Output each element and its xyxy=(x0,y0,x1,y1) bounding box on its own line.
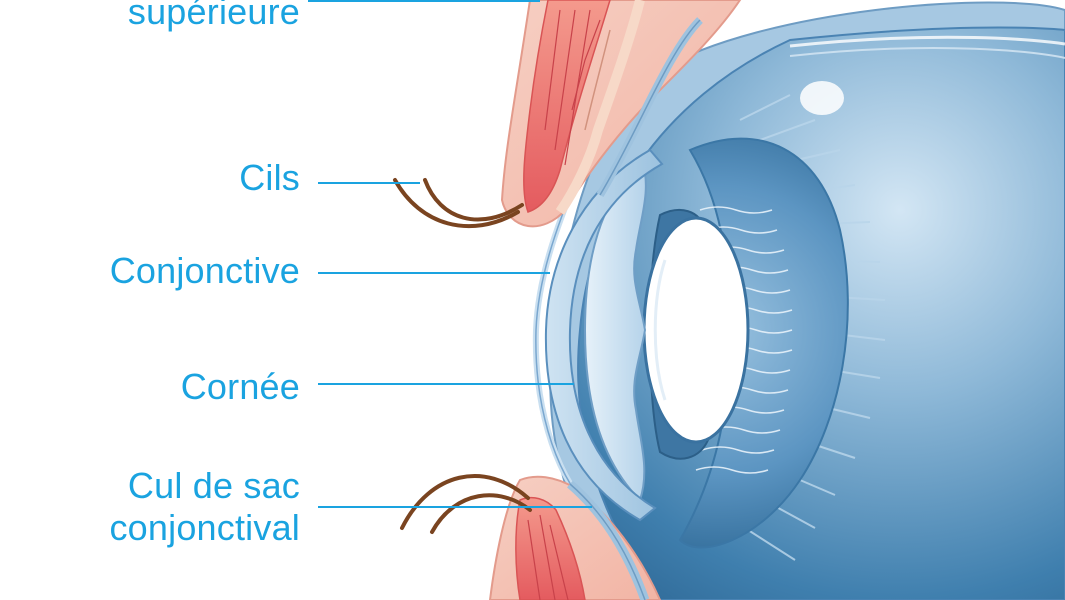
eyeball xyxy=(532,1,1065,600)
upper-eyelid xyxy=(500,0,742,228)
label-fornix-line1: Cul de sac xyxy=(127,465,300,506)
label-eyelashes-text: Cils xyxy=(239,157,300,198)
choroid-line xyxy=(789,35,1065,48)
label-conjunctiva-text: Conjonctive xyxy=(109,250,300,291)
label-upper-eyelid: supérieure xyxy=(128,0,300,33)
label-upper-eyelid-text: supérieure xyxy=(127,0,300,32)
upper-lid-inner-layer xyxy=(555,0,645,215)
anterior-chamber xyxy=(583,158,647,502)
lens xyxy=(642,216,750,444)
label-conjunctival-fornix: Cul de sac conjonctival xyxy=(109,465,300,549)
light-reflection xyxy=(800,81,844,115)
lower-tarsal-muscle xyxy=(515,497,586,600)
lower-eyelashes xyxy=(400,474,532,534)
upper-eyelashes xyxy=(393,178,524,229)
label-fornix-line2: conjonctival xyxy=(109,507,300,548)
upper-muscle-fibers xyxy=(544,9,601,166)
label-cornea: Cornée xyxy=(181,366,300,408)
upper-tarsal-muscle xyxy=(523,0,611,213)
cornea xyxy=(544,148,664,522)
label-conjunctiva: Conjonctive xyxy=(110,250,300,292)
lower-muscle-fibers xyxy=(527,514,569,600)
leader-lines xyxy=(308,0,592,508)
label-cornea-text: Cornée xyxy=(180,366,300,407)
label-eyelashes: Cils xyxy=(239,157,300,199)
